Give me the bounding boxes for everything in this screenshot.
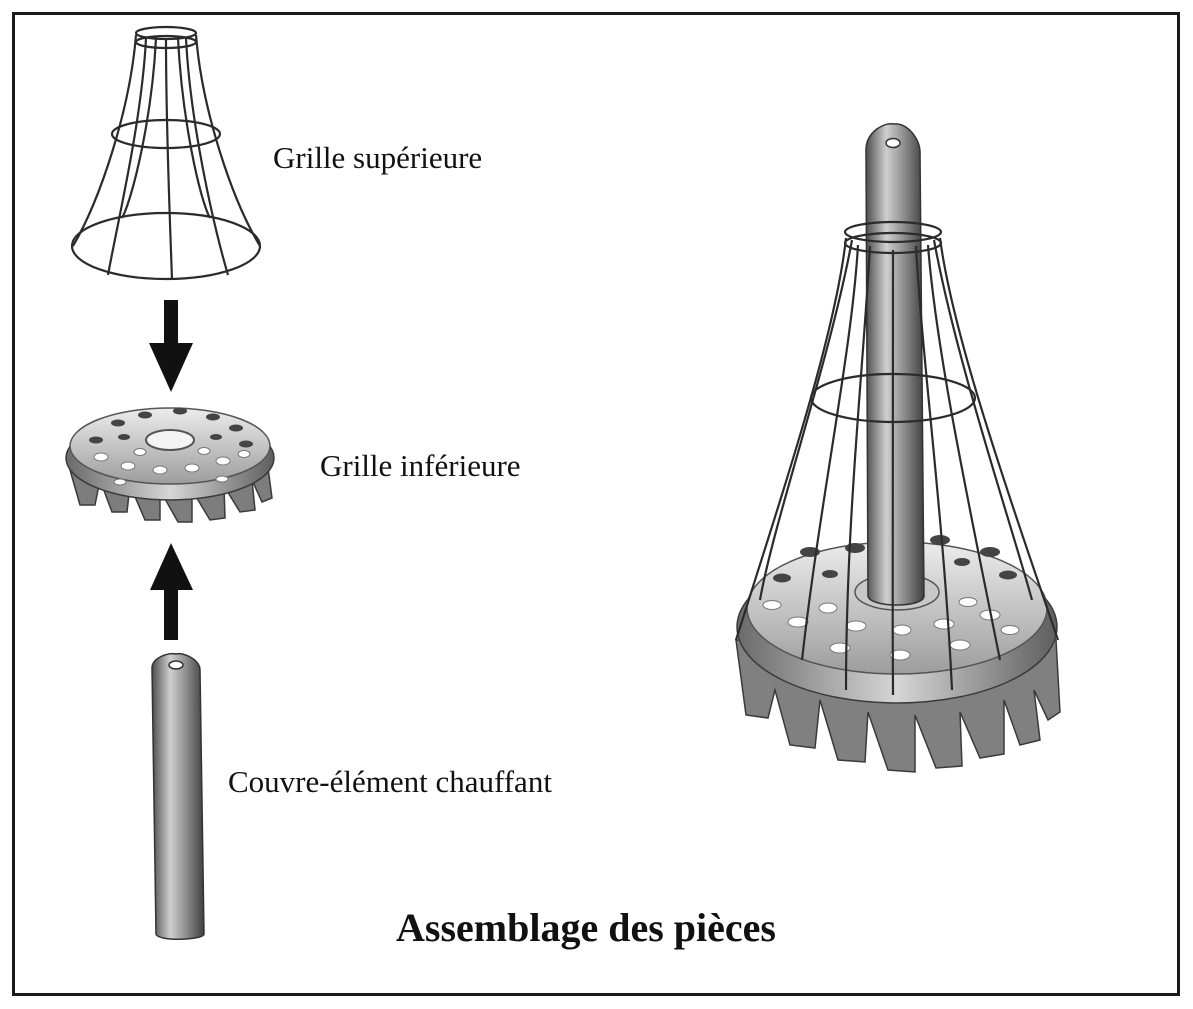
element-cover [152, 654, 204, 940]
assembled-unit [736, 124, 1060, 772]
upper-grid-label: Grille supérieure [273, 140, 482, 176]
arrow-up-icon [150, 543, 193, 640]
upper-grid [72, 27, 260, 280]
arrow-down-icon [149, 300, 193, 392]
lower-grid [66, 408, 274, 523]
element-cover-label: Couvre-élément chauffant [228, 764, 552, 800]
lower-grid-label: Grille inférieure [320, 448, 521, 484]
diagram-title: Assemblage des pièces [396, 904, 776, 951]
